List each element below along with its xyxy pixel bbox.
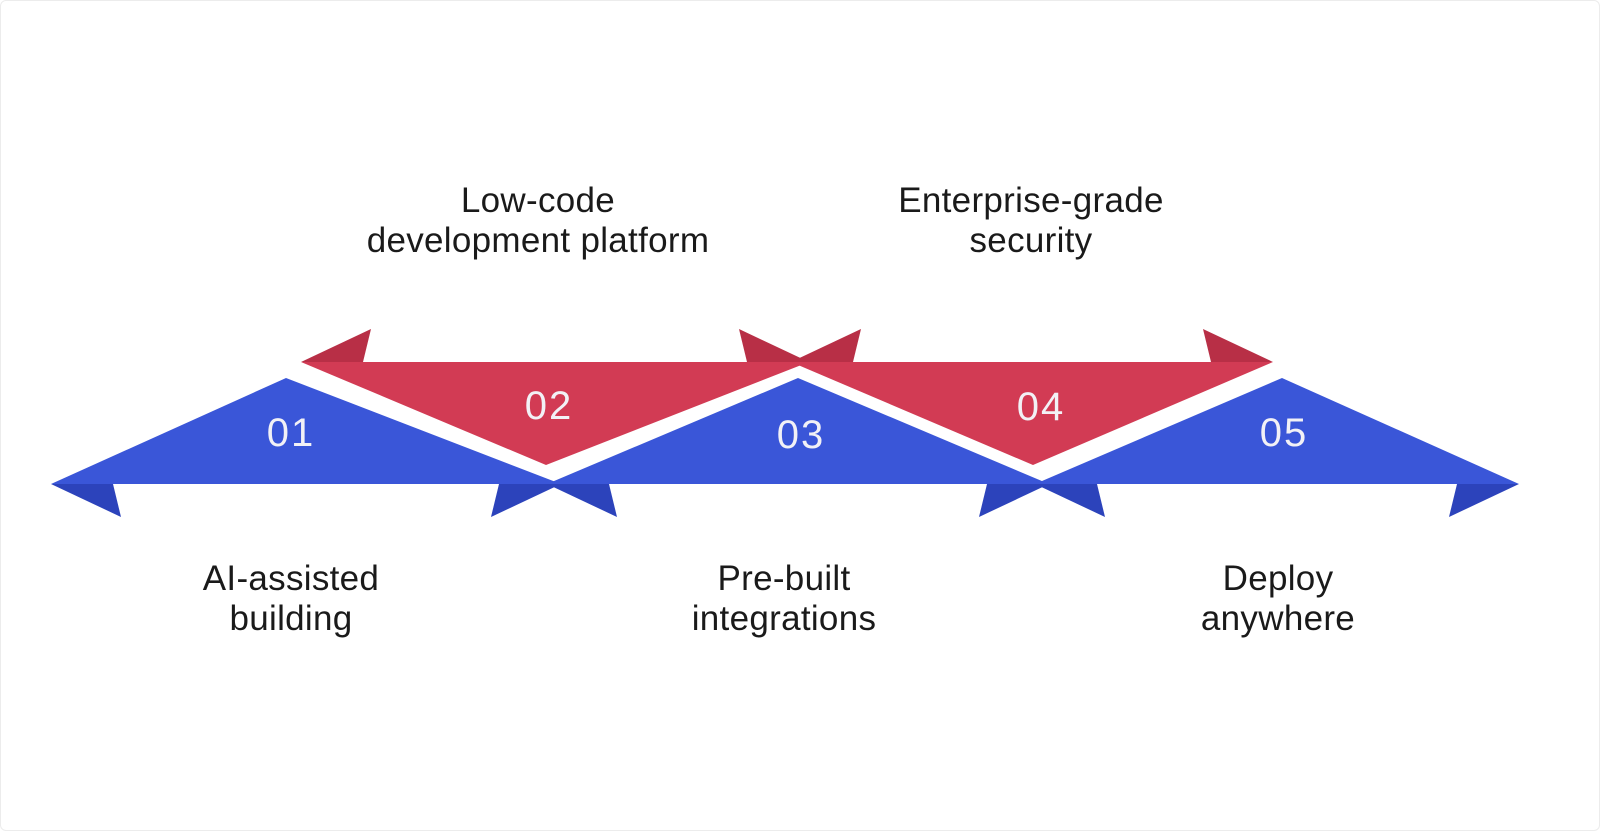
ribbon-arrow-01-right-fold bbox=[491, 484, 561, 517]
step-05-label-line2: anywhere bbox=[1200, 599, 1356, 638]
step-05-number: 05 bbox=[1259, 411, 1309, 455]
ribbon-arrow-03-right-fold bbox=[979, 484, 1049, 517]
step-03-number: 03 bbox=[776, 413, 826, 457]
ribbon-arrow-04-shape bbox=[791, 362, 1273, 465]
step-01-label-line1: AI-assisted bbox=[202, 559, 380, 598]
step-05-label: Deploy anywhere bbox=[1018, 559, 1538, 639]
ribbon-arrow-02-left-fold bbox=[301, 329, 371, 362]
ribbon-arrow-05-shape bbox=[1035, 378, 1519, 484]
step-04-number: 04 bbox=[1016, 385, 1066, 429]
ribbon-arrow-02-shape bbox=[301, 362, 809, 465]
step-01-label-line2: building bbox=[229, 599, 353, 638]
ribbon-arrow-04-left-fold bbox=[791, 329, 861, 362]
step-01-label: AI-assisted building bbox=[31, 559, 551, 639]
ribbon-arrow-05-left-fold bbox=[1035, 484, 1105, 517]
step-02-label-line1: Low-code bbox=[460, 181, 616, 220]
ribbon-arrow-03-shape bbox=[547, 378, 1049, 484]
step-01-number: 01 bbox=[266, 411, 316, 455]
step-03-label: Pre-built integrations bbox=[524, 559, 1044, 639]
step-02-label: Low-code development platform bbox=[278, 181, 798, 261]
step-04-label-line2: security bbox=[969, 221, 1093, 260]
step-05-label-line1: Deploy bbox=[1222, 559, 1334, 598]
step-03-label-line1: Pre-built bbox=[717, 559, 851, 598]
ribbon-arrow-01-left-fold bbox=[51, 484, 121, 517]
step-02-label-line2: development platform bbox=[366, 221, 710, 260]
ribbon-arrow-03-left-fold bbox=[547, 484, 617, 517]
step-02-number: 02 bbox=[524, 384, 574, 428]
ribbon-arrow-01-shape bbox=[51, 378, 561, 484]
ribbon-arrow-05-right-fold bbox=[1449, 484, 1519, 517]
step-03-label-line2: integrations bbox=[691, 599, 877, 638]
ribbon-arrow-02-right-fold bbox=[739, 329, 809, 362]
step-04-label-line1: Enterprise-grade bbox=[898, 181, 1164, 220]
step-04-label: Enterprise-grade security bbox=[771, 181, 1291, 261]
ribbon-arrow-04-right-fold bbox=[1203, 329, 1273, 362]
